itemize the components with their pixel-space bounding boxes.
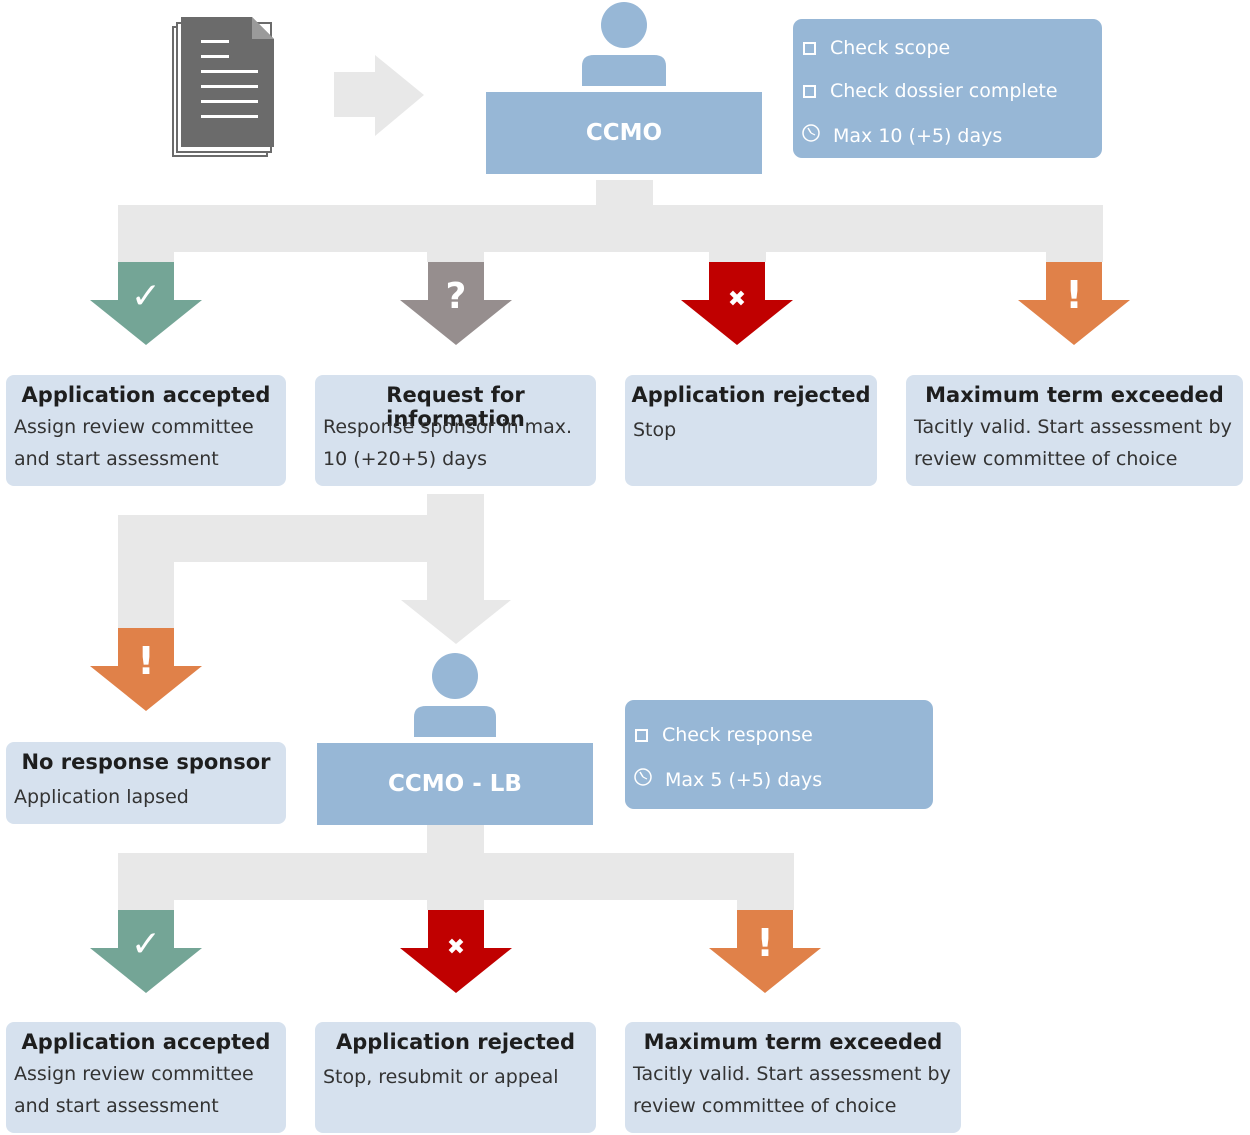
document-icon xyxy=(172,17,274,157)
outcome-arrows: ✓? ✖!! ✓ ✖! xyxy=(90,262,1130,993)
outcome-box-exceeded: Maximum term exceeded Tacitly valid. Sta… xyxy=(906,375,1243,486)
ccmo-lb-role-label: CCMO - LB xyxy=(388,771,522,797)
top-connector xyxy=(118,180,1103,262)
final-box-exceeded: Maximum term exceeded Tacitly valid. Sta… xyxy=(625,1022,961,1133)
ccmo-checklist: Check scope Check dossier complete Max 1… xyxy=(793,19,1102,158)
clock-icon xyxy=(801,123,821,148)
cross-icon: ✖ xyxy=(728,287,746,312)
submit-arrow xyxy=(334,55,424,136)
checkbox-icon xyxy=(635,728,648,742)
avatar-ccmo-lb xyxy=(414,653,496,737)
ccmo-lb-checklist: Check response Max 5 (+5) days xyxy=(625,700,933,809)
final-box-rejected: Application rejected Stop, resubmit or a… xyxy=(315,1022,596,1133)
arrow-accepted: ✓ xyxy=(90,910,202,993)
ccmo-role-box: CCMO xyxy=(486,92,762,174)
avatar-ccmo xyxy=(582,2,666,86)
exclamation-icon: ! xyxy=(137,639,154,683)
outcome-box-no-response: No response sponsor Application lapsed xyxy=(6,742,286,824)
outcome-box-accepted: Application accepted Assign review commi… xyxy=(6,375,286,486)
ccmo-role-label: CCMO xyxy=(585,120,663,146)
checkbox-icon xyxy=(803,41,816,55)
checklist-item: Check dossier complete xyxy=(803,80,1058,102)
arrow-exceeded: ! xyxy=(709,910,821,993)
checklist-item: Check scope xyxy=(803,37,950,59)
final-box-accepted: Application accepted Assign review commi… xyxy=(6,1022,286,1133)
checkbox-icon xyxy=(803,84,816,98)
arrow-accepted: ✓ xyxy=(90,262,202,345)
checklist-item: Max 10 (+5) days xyxy=(801,123,1002,148)
cross-icon: ✖ xyxy=(447,935,465,960)
clock-icon xyxy=(633,767,653,792)
arrow-exceeded: ! xyxy=(90,628,202,711)
ccmo-lb-role-box: CCMO - LB xyxy=(317,743,593,825)
exclamation-icon: ! xyxy=(1065,273,1082,317)
arrow-rejected: ✖ xyxy=(400,910,512,993)
outcome-box-rejected: Application rejected Stop xyxy=(625,375,877,486)
arrow-info: ? xyxy=(400,262,512,345)
outcome-box-request-info: Request for information Response sponsor… xyxy=(315,375,596,486)
arrow-rejected: ✖ xyxy=(681,262,793,345)
middle-connector xyxy=(118,494,511,644)
question-mark-icon: ? xyxy=(446,276,467,317)
checklist-item: Check response xyxy=(635,724,813,746)
arrow-exceeded: ! xyxy=(1018,262,1130,345)
checklist-item: Max 5 (+5) days xyxy=(633,767,822,792)
check-mark-icon: ✓ xyxy=(131,924,161,965)
check-mark-icon: ✓ xyxy=(131,276,161,317)
exclamation-icon: ! xyxy=(756,921,773,965)
bottom-connector xyxy=(118,825,794,910)
